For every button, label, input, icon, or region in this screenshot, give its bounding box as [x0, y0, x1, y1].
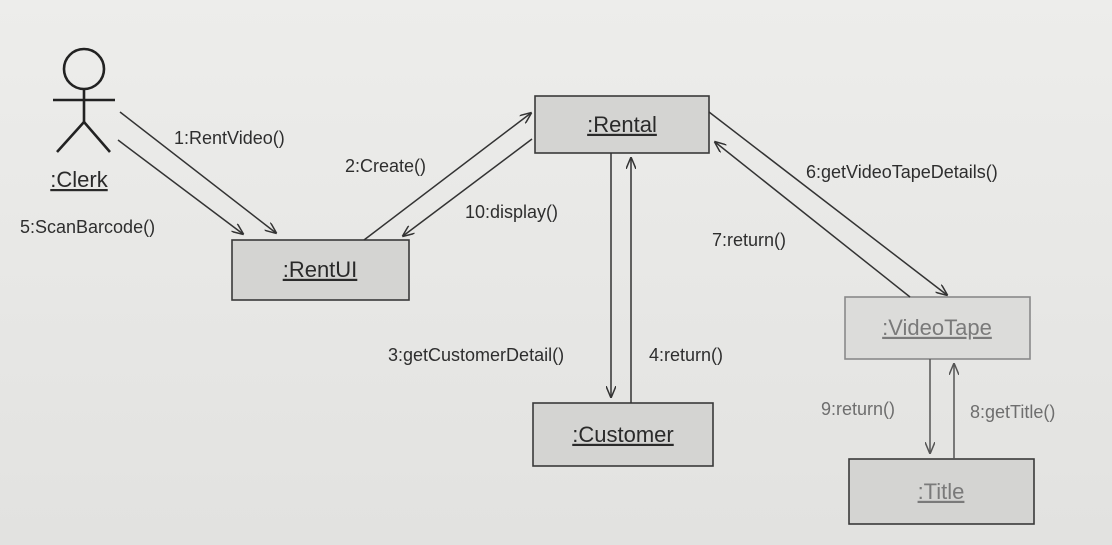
message-8-label: 8:getTitle(): [970, 402, 1055, 422]
message-3-label: 3:getCustomerDetail(): [388, 345, 564, 365]
message-1-label: 1:RentVideo(): [174, 128, 285, 148]
message-6-label: 6:getVideoTapeDetails(): [806, 162, 998, 182]
object-videotape: :VideoTape: [844, 296, 1031, 360]
rentui-box: [231, 239, 410, 301]
message-4-label: 4:return(): [649, 345, 723, 365]
message-5-label: 5:ScanBarcode(): [20, 217, 155, 237]
actor-head-icon: [62, 47, 106, 91]
actor-right-leg: [83, 121, 111, 153]
videotape-label: :VideoTape: [882, 315, 992, 340]
object-rentui: :RentUI: [231, 239, 410, 301]
videotape-box: [844, 296, 1031, 360]
object-rental: :Rental: [534, 95, 710, 154]
message-9-label: 9:return(): [821, 399, 895, 419]
message-7-label: 7:return(): [712, 230, 786, 250]
message-6-arrow: [708, 111, 947, 295]
message-10-label: 10:display(): [465, 202, 558, 222]
message-7-arrow: [715, 142, 911, 298]
message-10-arrow: [403, 138, 533, 236]
clerk-actor: :Clerk: [50, 47, 115, 192]
rental-label: :Rental: [587, 112, 657, 137]
actor-left-leg: [56, 121, 85, 153]
customer-box: [532, 402, 714, 467]
rentui-label: :RentUI: [283, 257, 358, 282]
message-2-label: 2:Create(): [345, 156, 426, 176]
customer-label: :Customer: [572, 422, 673, 447]
title-label: :Title: [918, 479, 965, 504]
rental-box: [534, 95, 710, 154]
title-box: [848, 458, 1035, 525]
message-2-arrow: [363, 113, 531, 241]
object-customer: :Customer: [532, 402, 714, 467]
object-title: :Title: [848, 458, 1035, 525]
message-1-arrow: [119, 111, 276, 233]
actor-label: :Clerk: [50, 167, 108, 192]
message-5-arrow: [117, 139, 243, 234]
